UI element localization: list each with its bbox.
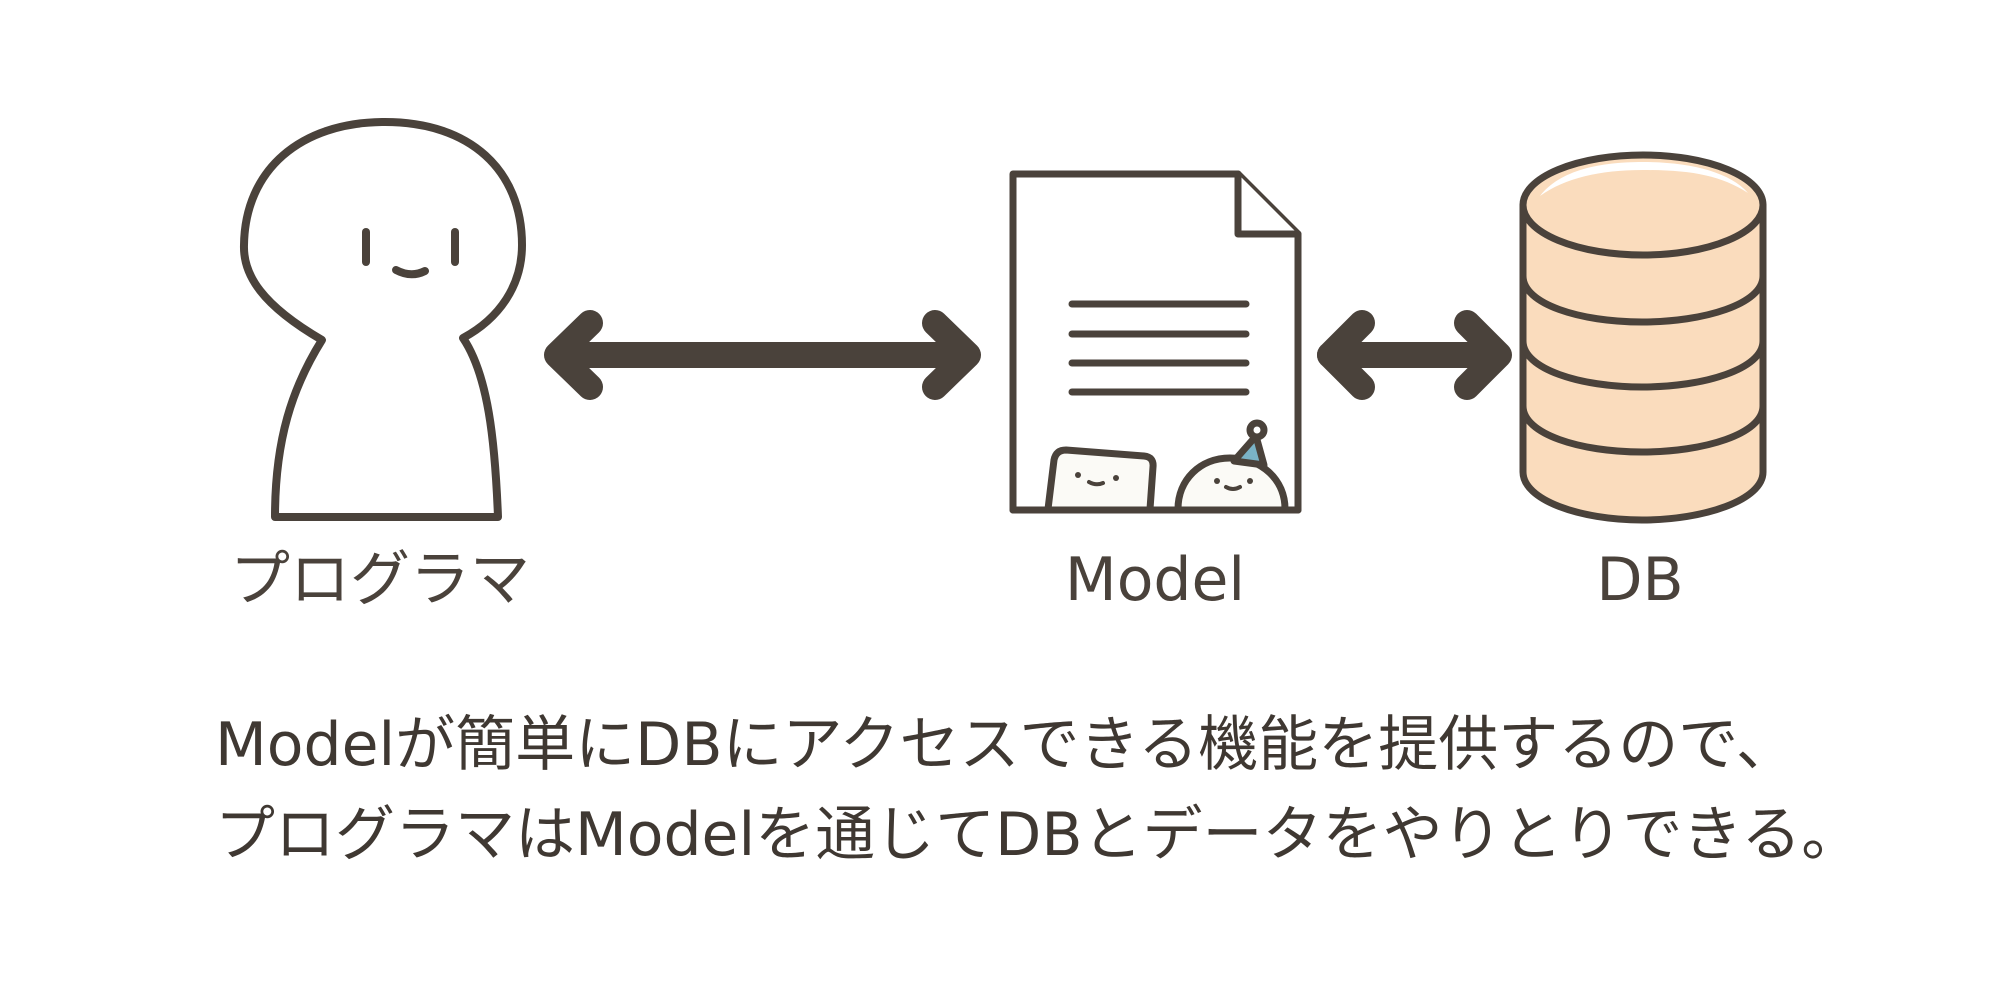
arrow-head-right-1 xyxy=(922,310,981,400)
party-hat-pompom xyxy=(1246,419,1268,441)
document-page xyxy=(1009,170,1302,514)
round-character-left-eye xyxy=(1214,478,1220,484)
square-character-left-eye xyxy=(1075,472,1081,478)
round-character-right-eye xyxy=(1247,478,1253,484)
database-top-rim xyxy=(1540,162,1748,196)
database-ring-2 xyxy=(1519,340,1767,391)
square-character-right-eye xyxy=(1113,475,1119,481)
arrow-head-left-2 xyxy=(1317,310,1375,400)
programmer-figure xyxy=(239,118,526,521)
caption-line-2: プログラマはModelを通じてDBとデータをやりとりできる。 xyxy=(215,800,1862,870)
programmer-mouth xyxy=(392,266,429,279)
database-ring-1 xyxy=(1519,275,1767,326)
arrow-head-left-1 xyxy=(544,310,603,400)
round-character-mouth xyxy=(1224,485,1242,491)
caption-line-1: Modelが簡単にDBにアクセスできる機能を提供するので、 xyxy=(215,710,1796,780)
database-ring-3 xyxy=(1519,405,1767,456)
model-label: Model xyxy=(1064,545,1246,615)
party-hat-icon xyxy=(1230,432,1268,469)
arrow-model-db xyxy=(1317,310,1512,400)
document-fold xyxy=(1234,170,1302,238)
programmer-label: プログラマ xyxy=(230,545,530,615)
db-label: DB xyxy=(1596,545,1684,615)
square-character-mouth xyxy=(1087,480,1105,487)
arrow-programmer-model xyxy=(544,310,981,400)
model-document xyxy=(1009,170,1302,514)
arrow-head-right-2 xyxy=(1454,310,1512,400)
square-character xyxy=(1044,446,1157,513)
programmer-body-outline xyxy=(239,118,526,521)
database-top xyxy=(1519,151,1767,259)
round-character xyxy=(1174,454,1289,513)
database-icon xyxy=(1519,151,1767,524)
